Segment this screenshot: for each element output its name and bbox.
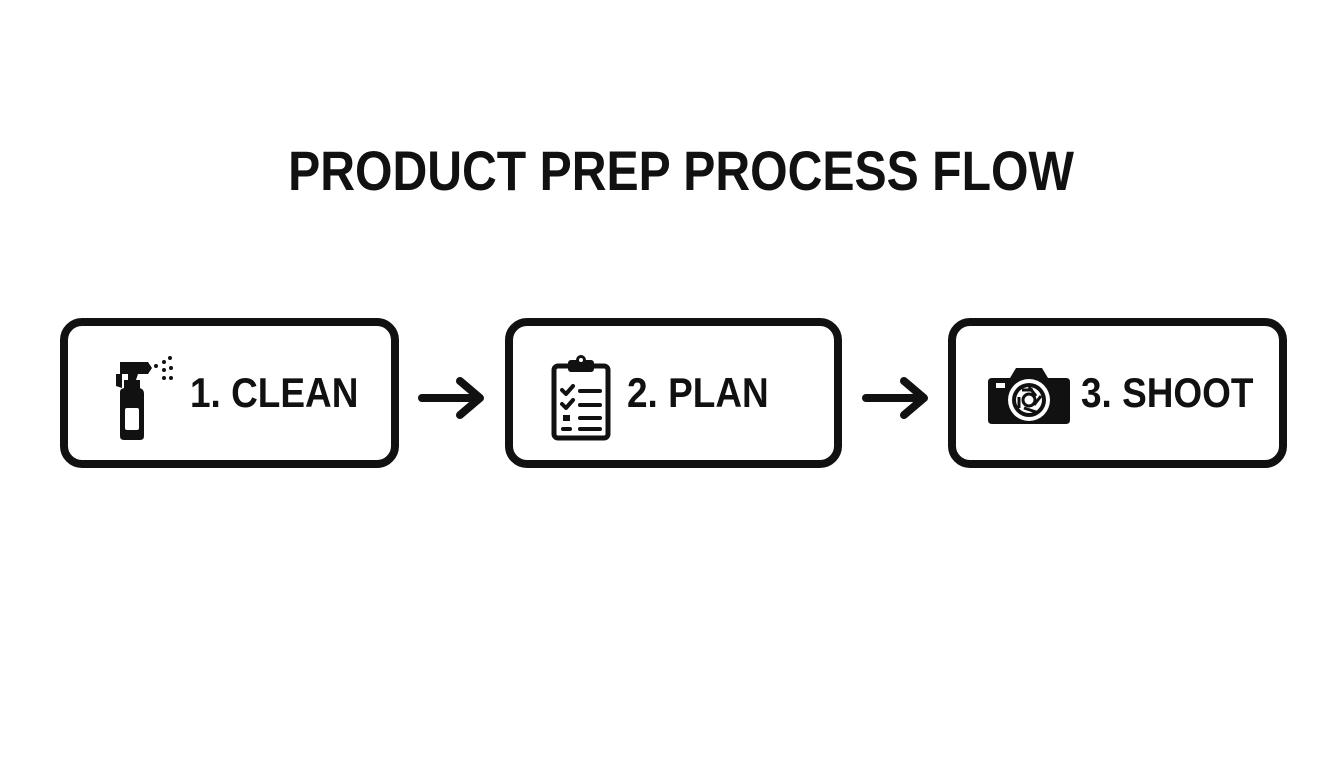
step-box-plan: 2. PLAN xyxy=(505,318,842,468)
spray-bottle-icon xyxy=(116,356,173,440)
step-label-clean: 1. CLEAN xyxy=(190,369,359,416)
step-label-plan: 2. PLAN xyxy=(627,369,769,416)
step-box-clean: 1. CLEAN xyxy=(60,318,399,468)
arrow-right-icon xyxy=(418,377,484,419)
arrow-right-icon xyxy=(862,377,928,419)
step-box-shoot: 3. SHOOT xyxy=(948,318,1287,468)
camera-icon xyxy=(988,368,1070,424)
page-title: PRODUCT PREP PROCESS FLOW xyxy=(288,139,1074,202)
clipboard-checklist-icon xyxy=(551,355,611,441)
step-label-shoot: 3. SHOOT xyxy=(1081,369,1254,416)
